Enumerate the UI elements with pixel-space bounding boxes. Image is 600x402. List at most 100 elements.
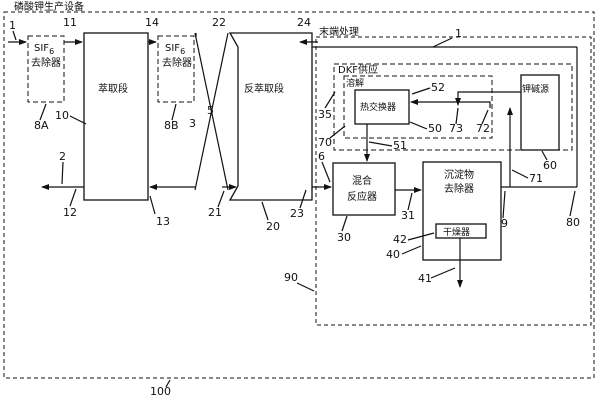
ref-6: 6 [318,150,325,163]
treatment-boundary [315,36,592,326]
leader-50 [409,121,428,130]
leader-31 [407,192,413,211]
sif-remover-8b-name2: 去除器 [162,56,192,69]
leader-20 [261,201,269,221]
heat-exchanger-label: 热交换器 [360,101,396,113]
extraction-section [83,32,149,201]
leader-51 [368,141,393,147]
ref-73: 73 [449,122,463,135]
leader-12 [69,188,77,207]
leader-41 [430,267,456,279]
leader-42 [407,232,435,241]
ref-9: 9 [501,217,508,230]
ref-8b: 8B [164,119,179,132]
heat-exchanger [354,89,410,125]
ref-23: 23 [290,207,304,220]
leader-2 [61,161,64,185]
leader-72 [481,109,489,125]
ref-72: 72 [476,122,490,135]
mix-reactor-label1: 混合 [352,174,372,187]
leader-90 [296,282,315,292]
ref-3: 3 [189,117,196,130]
ref-35: 35 [318,108,332,121]
ref-2: 2 [59,150,66,163]
facility-title: 磷酸钾生产设备 [14,0,84,13]
ref-22: 22 [212,16,226,29]
ref-51: 51 [393,139,407,152]
ref-80: 80 [566,216,580,229]
back-extraction-label: 反萃取段 [244,82,284,95]
ref-20: 20 [266,220,280,233]
cross-stream-5 [194,32,229,191]
dissolve-title: 溶解 [346,77,364,89]
leader-52 [411,87,431,95]
ref-60: 60 [543,159,557,172]
ref-12: 12 [63,206,77,219]
leader-21 [217,190,225,208]
potash-source-label: 钾碱源 [522,83,549,95]
leader-30 [341,215,348,232]
leader-1 [12,30,17,41]
ref-10: 10 [55,109,69,122]
leader-35 [324,91,336,109]
stream-73 [457,91,521,103]
leader-9 [502,190,506,219]
leader-60 [541,150,548,161]
ref-41: 41 [418,272,432,285]
ref-21: 21 [208,206,222,219]
leader-80 [569,190,576,217]
sif-remover-8b-name: SIF6 [165,43,185,56]
dkf-supply-boundary [333,63,573,151]
sif-remover-8a [27,35,65,103]
leader-73 [455,107,459,125]
leader-6 [321,161,331,183]
leader-13 [149,195,156,215]
ref-31: 31 [401,209,415,222]
ref-13: 13 [156,215,170,228]
extraction-label: 萃取段 [98,82,128,95]
ref-24: 24 [297,16,311,29]
leader-23 [299,189,307,209]
ref-71: 71 [529,172,543,185]
potash-source [520,74,560,151]
ref-52: 52 [431,81,445,94]
ref-42: 42 [393,233,407,246]
treatment-title: 末端处理 [319,25,359,38]
leader-8a [39,103,47,121]
mix-reactor [332,162,396,216]
stream-52 [410,99,491,108]
ref-90: 90 [284,271,298,284]
dryer [435,223,487,239]
ref-1b: 1 [455,27,462,40]
ref-5: 5 [207,104,214,117]
dryer-label: 干燥器 [443,227,470,238]
leader-10 [69,115,87,125]
leader-70 [329,125,346,139]
ref-100: 100 [150,385,171,398]
ref-70: 70 [318,136,332,149]
leader-8b [171,103,177,121]
back-extraction-section [228,32,313,201]
precip-remover-label1: 沉淀物 [444,168,474,181]
leader-40 [401,245,422,255]
ref-50: 50 [428,122,442,135]
precip-remover-label2: 去除器 [444,182,474,195]
ref-1: 1 [9,19,16,32]
ref-8a: 8A [34,119,49,132]
precipitate-remover [422,161,502,261]
leader-1b [432,37,453,48]
leader-100 [165,379,171,388]
sif-remover-8b [157,35,195,103]
facility-boundary [3,11,595,379]
ref-30: 30 [337,231,351,244]
dkf-supply-title: DKF供应 [338,63,378,76]
sif-remover-8a-name2: 去除器 [31,56,61,69]
sif-remover-8a-name: SIF6 [34,43,54,56]
ref-40: 40 [386,248,400,261]
mix-reactor-label2: 反应器 [347,190,377,203]
ref-11: 11 [63,16,77,29]
leader-71 [511,169,529,179]
ref-14: 14 [145,16,159,29]
